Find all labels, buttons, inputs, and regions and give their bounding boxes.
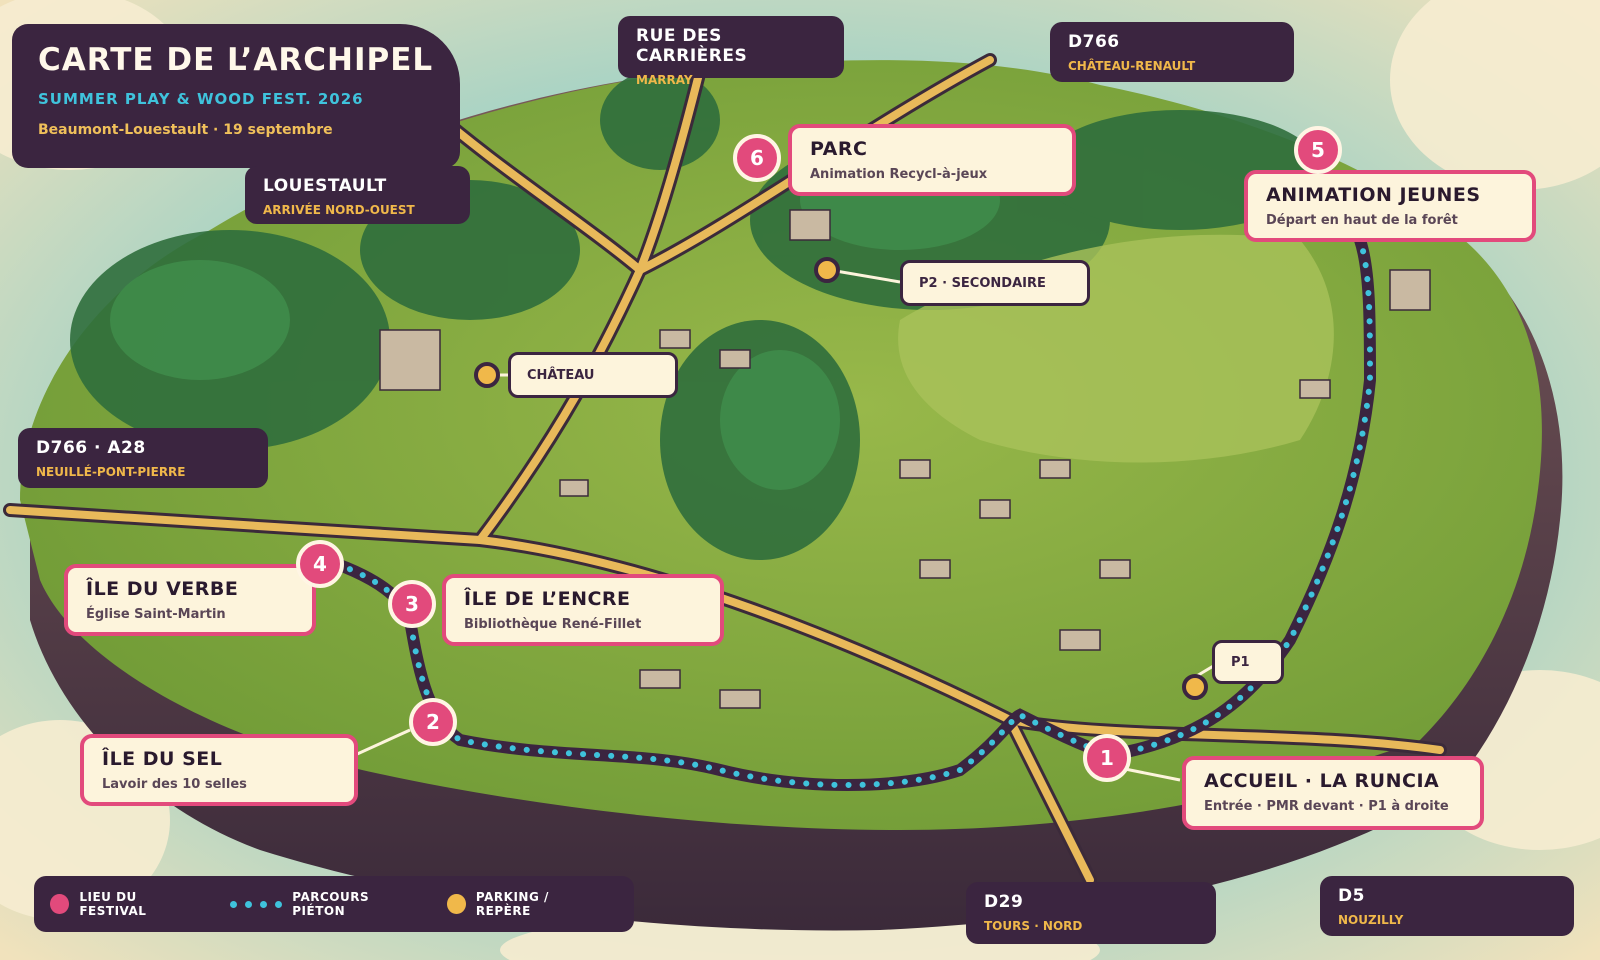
village-houses — [379, 209, 1431, 709]
venue-detail: Lavoir des 10 selles — [102, 777, 247, 792]
venue-detail: Bibliothèque René-Fillet — [464, 617, 642, 632]
legend-venue-label: LIEU DU FESTIVAL — [79, 890, 147, 918]
venue-pin-2[interactable]: 2 — [409, 698, 457, 746]
venue-name: ÎLE DU SEL — [102, 748, 223, 770]
venue-pin-3[interactable]: 3 — [388, 580, 436, 628]
legend-path: PARCOURS PIÉTON — [230, 890, 420, 918]
venue-detail: Animation Recycl-à-jeux — [810, 167, 988, 182]
venue-name: ÎLE DE L’ENCRE — [464, 588, 631, 610]
venue-pin-4[interactable]: 4 — [296, 540, 344, 588]
venue-pin-1[interactable]: 1 — [1083, 734, 1131, 782]
venue-label-2[interactable]: ÎLE DU SEL Lavoir des 10 selles — [80, 734, 358, 806]
parking-label-p1[interactable]: P1 — [1212, 640, 1284, 684]
road-label-louestault: LOUESTAULT ARRIVÉE NORD-OUEST — [245, 166, 470, 224]
legend-parking: PARKING / REPÈRE — [446, 890, 604, 918]
path-swatch-icon — [230, 900, 283, 908]
road-destination: CHÂTEAU-RENAULT — [1068, 59, 1196, 73]
parking-marker-p2[interactable] — [814, 257, 840, 283]
legend-path-label: PARCOURS PIÉTON — [292, 890, 370, 918]
venue-label-5[interactable]: ANIMATION JEUNES Départ en haut de la fo… — [1244, 170, 1536, 242]
road-destination: NOUZILLY — [1338, 913, 1404, 927]
road-destination: NEUILLÉ-PONT-PIERRE — [36, 465, 186, 479]
legend-parking-label: PARKING / REPÈRE — [475, 890, 549, 918]
parking-marker-p1[interactable] — [1182, 674, 1208, 700]
map-title-panel: CARTE DE L’ARCHIPEL SUMMER PLAY & WOOD F… — [12, 24, 460, 168]
road-label-d766-a28: D766 · A28 NEUILLÉ-PONT-PIERRE — [18, 428, 268, 488]
parking-label-chateau[interactable]: CHÂTEAU — [508, 352, 678, 398]
map-subtitle: SUMMER PLAY & WOOD FEST. 2026 — [38, 90, 364, 108]
venue-label-4[interactable]: ÎLE DU VERBE Église Saint-Martin — [64, 564, 316, 636]
venue-name: ÎLE DU VERBE — [86, 578, 239, 600]
road-destination: ARRIVÉE NORD-OUEST — [263, 203, 415, 217]
road-name: D766 — [1068, 32, 1120, 52]
venue-name: ANIMATION JEUNES — [1266, 184, 1481, 206]
legend-venue: LIEU DU FESTIVAL — [50, 890, 204, 918]
road-name: D766 · A28 — [36, 438, 146, 458]
road-label-d766: D766 CHÂTEAU-RENAULT — [1050, 22, 1294, 82]
parking-marker-chateau[interactable] — [474, 362, 500, 388]
venue-detail: Départ en haut de la forêt — [1266, 213, 1458, 228]
road-destination: MARRAY — [636, 73, 693, 87]
map-meta: Beaumont-Louestault · 19 septembre — [38, 122, 333, 138]
venue-pin-6[interactable]: 6 — [733, 134, 781, 182]
venue-detail: Entrée · PMR devant · P1 à droite — [1204, 799, 1449, 814]
venue-label-6[interactable]: PARC Animation Recycl-à-jeux — [788, 124, 1076, 196]
venue-name: ACCUEIL · LA RUNCIA — [1204, 770, 1440, 792]
road-name: D5 — [1338, 886, 1365, 906]
parking-swatch-icon — [446, 894, 466, 914]
road-destination: TOURS · NORD — [984, 919, 1083, 933]
venue-name: PARC — [810, 138, 868, 160]
venue-swatch-icon — [50, 894, 70, 914]
venue-pin-5[interactable]: 5 — [1294, 126, 1342, 174]
venue-label-1[interactable]: ACCUEIL · LA RUNCIA Entrée · PMR devant … — [1182, 756, 1484, 830]
road-name: RUE DES CARRIÈRES — [636, 26, 748, 66]
map-legend: LIEU DU FESTIVAL PARCOURS PIÉTON PARKING… — [34, 876, 634, 932]
venue-detail: Église Saint-Martin — [86, 607, 226, 622]
map-title: CARTE DE L’ARCHIPEL — [38, 42, 434, 78]
road-label-d29: D29 TOURS · NORD — [966, 882, 1216, 944]
venue-label-3[interactable]: ÎLE DE L’ENCRE Bibliothèque René-Fillet — [442, 574, 724, 646]
parking-label-p2[interactable]: P2 · SECONDAIRE — [900, 260, 1090, 306]
road-name: LOUESTAULT — [263, 176, 387, 196]
road-label-d5: D5 NOUZILLY — [1320, 876, 1574, 936]
road-name: D29 — [984, 892, 1024, 912]
road-label-rue-des-carrieres: RUE DES CARRIÈRES MARRAY — [618, 16, 844, 87]
